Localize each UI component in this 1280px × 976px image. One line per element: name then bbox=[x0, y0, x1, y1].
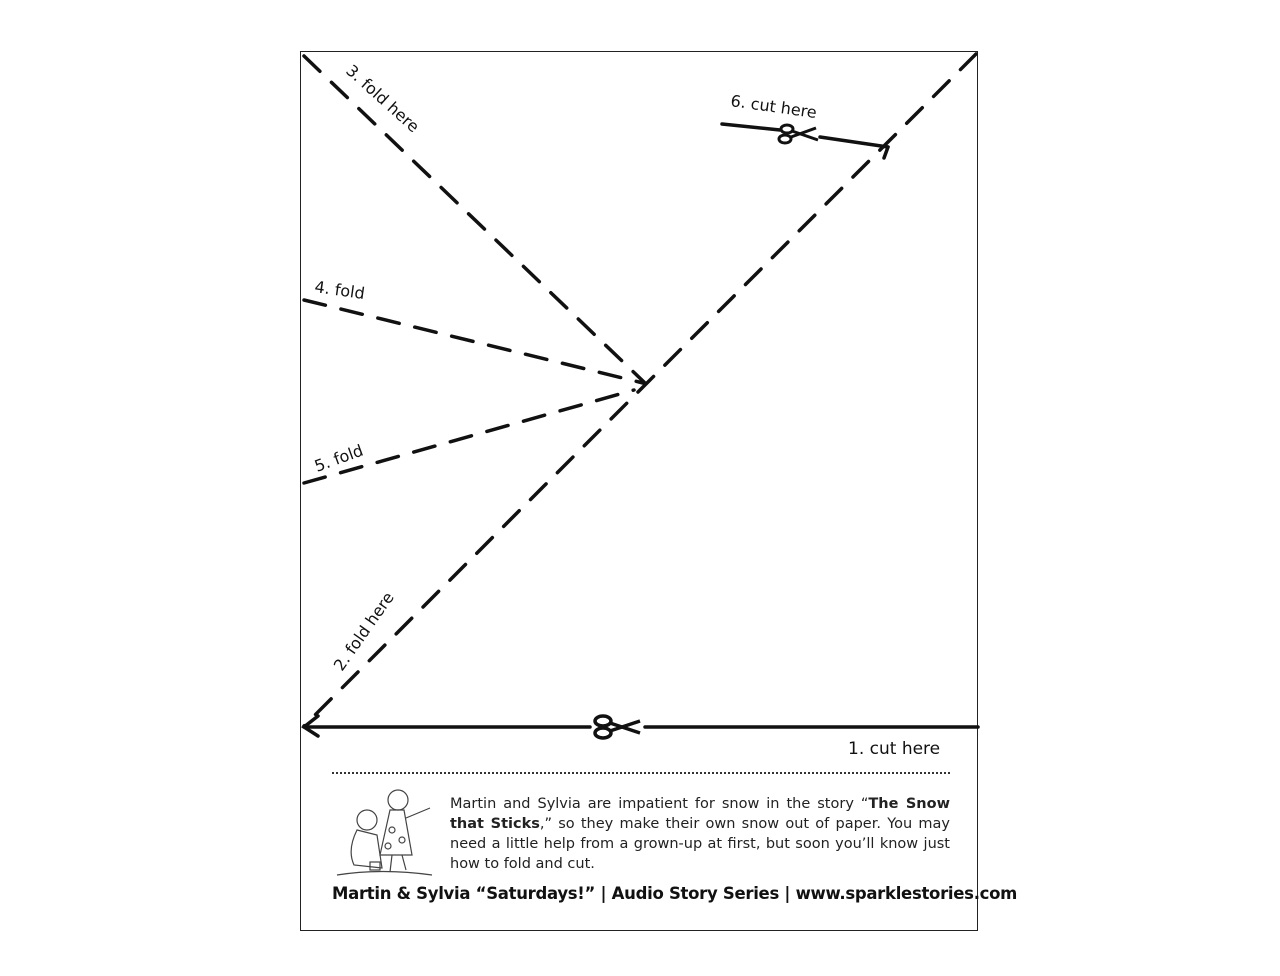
fold-line-2 bbox=[302, 52, 978, 728]
cut-label-6: 6. cut here bbox=[729, 91, 818, 122]
scissors-icon bbox=[593, 714, 641, 740]
story-title: The Snow that Sticks bbox=[450, 796, 950, 832]
dotted-divider bbox=[332, 772, 950, 774]
fold-line-4 bbox=[302, 298, 645, 385]
fold-label-3: 3. fold here bbox=[342, 61, 423, 136]
activity-description: Martin and Sylvia are impatient for snow… bbox=[450, 794, 950, 874]
blurb-rest: ,” so they make their own snow out of pa… bbox=[450, 816, 950, 872]
arrow-icon bbox=[300, 714, 320, 738]
cut-line-6b bbox=[818, 135, 890, 149]
fold-line-3 bbox=[302, 54, 647, 385]
worksheet-page bbox=[300, 51, 978, 931]
fold-line-5 bbox=[302, 388, 636, 485]
scissors-icon-small bbox=[777, 123, 819, 145]
fold-label-2: 2. fold here bbox=[330, 588, 398, 674]
blurb-intro: Martin and Sylvia are impatient for snow… bbox=[450, 796, 869, 812]
fold-label-4: 4. fold bbox=[313, 277, 366, 303]
footer-credit: Martin & Sylvia “Saturdays!” | Audio Sto… bbox=[332, 884, 1018, 903]
cut-label-1: 1. cut here bbox=[848, 739, 940, 759]
martin-sylvia-illustration bbox=[336, 789, 433, 876]
cut-tick bbox=[882, 145, 890, 160]
cut-line-6 bbox=[720, 122, 782, 132]
fold-label-5: 5. fold bbox=[312, 441, 366, 476]
